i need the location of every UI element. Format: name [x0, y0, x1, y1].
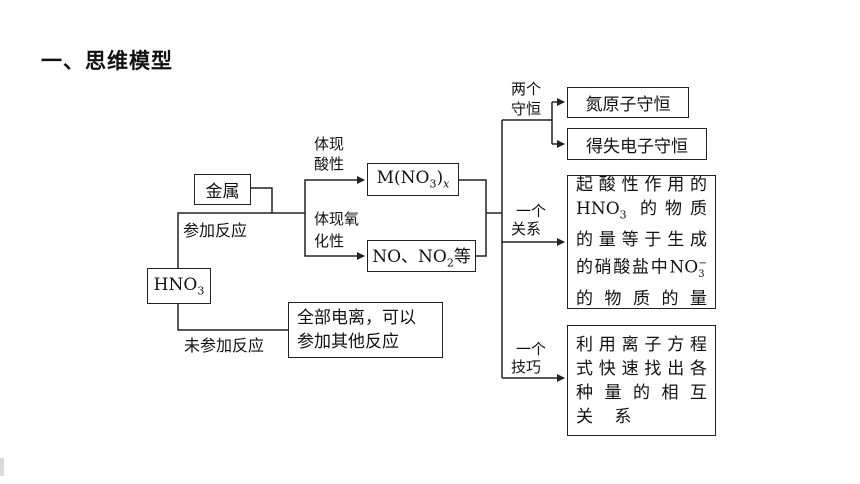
technique-line-3: 种 量 的 相 互 [576, 382, 707, 403]
nitrate-label: M(NO3)x [376, 168, 450, 191]
line-metal-trunk [251, 187, 305, 214]
technique-line-4: 关 系 [576, 406, 640, 427]
label-participate: 参加反应 [183, 221, 248, 240]
technique-line-1: 利用离子方程 [576, 334, 707, 355]
label-not-participate: 未参加反应 [184, 336, 265, 355]
electron-conservation-box: 得失电子守恒 [567, 128, 707, 160]
line-hno3-metal [177, 212, 272, 268]
nitrogen-oxides-box: NO、NO2等 [367, 240, 476, 272]
relation-line-5: 的物质的量 [576, 288, 707, 309]
relation-line-3: 的量等于生成 [576, 229, 707, 250]
arrow-acid [304, 176, 365, 213]
label-one-relation-1: 一个 [516, 202, 547, 220]
label-two-conservation-1: 两个 [511, 80, 542, 98]
fully-ionized-box: 全部电离，可以 参加其他反应 [288, 302, 443, 358]
relation-line-2: HNO3 的物质 [576, 199, 707, 222]
hno3-box: HNO3 [147, 268, 211, 304]
label-show-acid-2: 酸性 [314, 155, 345, 173]
nitrate-box: M(NO3)x [367, 163, 459, 196]
edge-marker [0, 458, 4, 476]
electron-conservation-label: 得失电子守恒 [586, 136, 688, 157]
arrow-oxidizer [304, 213, 365, 260]
hno3-label: HNO3 [153, 274, 205, 298]
fully-ionized-line-2: 参加其他反应 [297, 332, 399, 352]
technique-box: 利用离子方程 式快速找出各 种 量 的 相 互 关 系 [567, 325, 716, 436]
technique-line-2: 式快速找出各 [576, 358, 707, 379]
label-one-relation-2: 关系 [511, 220, 542, 238]
line-merge [459, 179, 487, 257]
nitrogen-oxides-label: NO、NO2等 [372, 247, 471, 270]
label-show-oxidizer-1: 体现氧 [314, 210, 360, 228]
label-two-conservation-2: 守恒 [511, 100, 542, 118]
nitrogen-conservation-label: 氮原子守恒 [585, 95, 671, 115]
nitrogen-conservation-box: 氮原子守恒 [567, 87, 689, 118]
line-hno3-unreacted [177, 304, 288, 331]
metal-box: 金属 [194, 174, 251, 205]
relation-line-4: 的硝酸盐中NO3− [576, 257, 707, 280]
label-show-acid-1: 体现 [314, 135, 345, 153]
relation-box: 起酸性作用的 HNO3 的物质 的量等于生成 的硝酸盐中NO3− 的物质的量 [567, 175, 716, 309]
relation-line-1: 起酸性作用的 [576, 175, 707, 196]
metal-label: 金属 [205, 182, 240, 202]
label-one-technique-1: 一个 [516, 340, 547, 358]
page-title: 一、思维模型 [41, 49, 173, 73]
label-one-technique-2: 技巧 [511, 358, 542, 376]
fully-ionized-line-1: 全部电离，可以 [297, 308, 416, 328]
label-show-oxidizer-2: 化性 [314, 232, 345, 250]
